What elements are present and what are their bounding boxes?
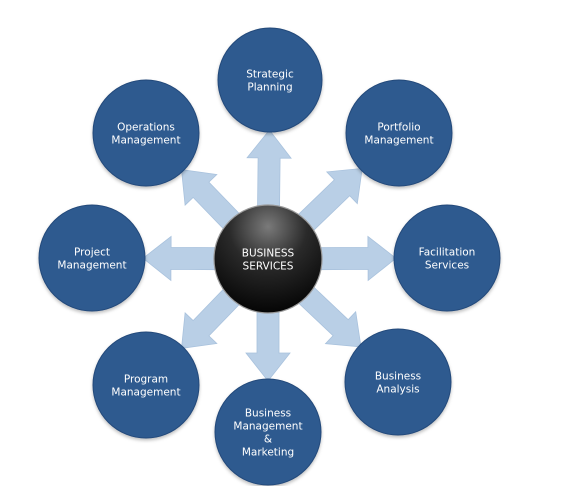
hub-circle: [213, 204, 323, 314]
project-management-circle: [38, 204, 146, 312]
arrow-to-operations-management: [181, 169, 244, 233]
business-management-marketing-circle: [214, 378, 322, 486]
arrow-to-project-management: [142, 235, 221, 282]
strategic-planning-circle: [217, 27, 323, 133]
arrow-to-strategic-planning: [246, 129, 292, 212]
portfolio-management-circle: [345, 79, 453, 187]
facilitation-services-circle: [393, 204, 501, 312]
program-management-circle: [92, 331, 200, 439]
operations-management-circle: [92, 79, 200, 187]
business-analysis-circle: [344, 328, 452, 436]
arrow-to-portfolio-management: [294, 167, 363, 235]
arrow-to-business-analysis: [294, 283, 362, 348]
arrows-layer: [142, 129, 397, 382]
arrow-to-business-management-marketing: [245, 306, 291, 382]
arrow-to-program-management: [181, 285, 244, 349]
arrow-to-facilitation-services: [315, 235, 397, 282]
